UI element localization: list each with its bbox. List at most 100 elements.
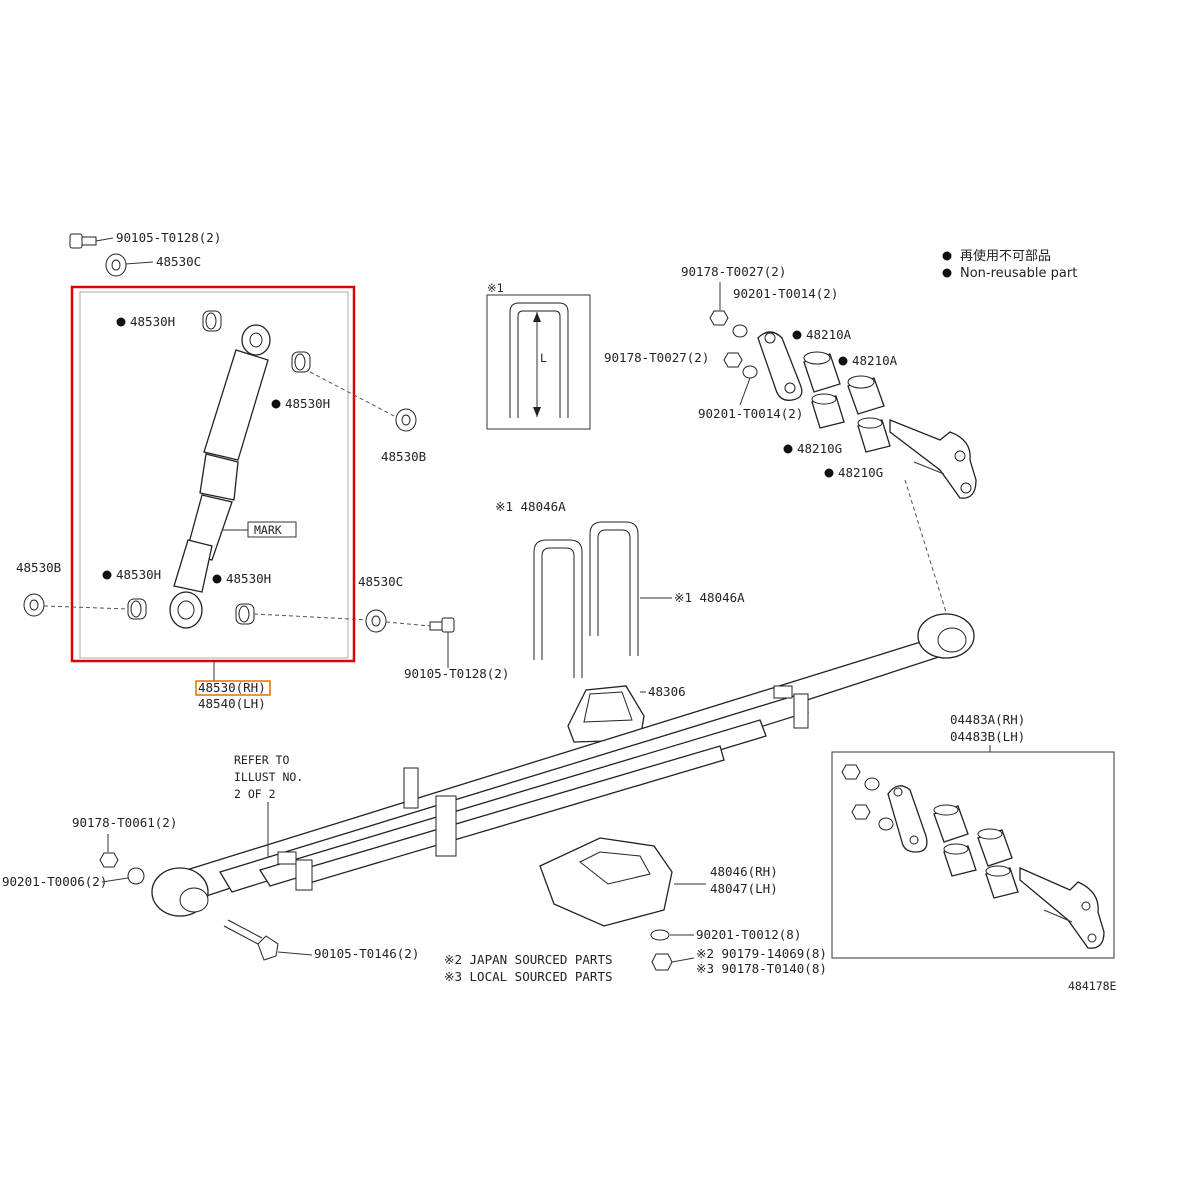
bushing-icon [847, 375, 885, 415]
washer-icon [864, 777, 880, 791]
shackle-plate-icon [887, 785, 928, 853]
label-note2: ※2 JAPAN SOURCED PARTS [444, 952, 613, 967]
label-note1-box: ※1 [487, 281, 504, 295]
label-washer-b-right: 48530B [381, 449, 426, 464]
spring-seat-icon [539, 837, 673, 927]
ubolt-icon [589, 521, 639, 656]
bushing-icon [811, 393, 845, 429]
label-seat-lh: 48047(LH) [710, 881, 778, 896]
washer-icon [650, 929, 670, 941]
label-bush-210g-1: 48210G [797, 441, 842, 456]
bushing-icon [202, 310, 222, 332]
label-kit-rh: 04483A(RH) [950, 712, 1025, 727]
shackle-pin-icon [1019, 867, 1105, 949]
legend-dot-1 [942, 251, 952, 261]
washer-icon [23, 593, 45, 617]
bushing-icon [977, 828, 1013, 867]
washer-icon [732, 324, 748, 338]
washer-icon [105, 253, 127, 277]
shackle-pin-icon [889, 419, 977, 499]
bushing-icon [857, 417, 891, 453]
bump-stopper-icon [567, 685, 645, 743]
label-nut-seat-3: ※3 90178-T0140(8) [696, 961, 827, 976]
inset-frame [486, 294, 591, 430]
washer-icon [127, 867, 145, 885]
label-washer-front: 90201-T0006(2) [2, 874, 107, 889]
label-nut-a: 90178-T0027(2) [681, 264, 786, 279]
bushing-icon [127, 598, 147, 620]
washer-icon [878, 817, 894, 831]
label-washer-a: 90201-T0014(2) [733, 286, 838, 301]
label-refer-1: REFER TO [234, 753, 289, 767]
label-bush-h-4: 48530H [226, 571, 271, 586]
label-bush-210g-2: 48210G [838, 465, 883, 480]
label-seat-rh: 48046(RH) [710, 864, 778, 879]
label-bolt-top: 90105-T0128(2) [116, 230, 221, 245]
label-dim-l: L [540, 351, 547, 365]
label-kit-lh: 04483B(LH) [950, 729, 1025, 744]
shock-absorber-group: 90105-T0128(2) 48530C 48530H [16, 230, 509, 711]
label-washer-top: 48530C [156, 254, 201, 269]
washer-icon [395, 408, 417, 432]
label-washer-seat: 90201-T0012(8) [696, 927, 801, 942]
highlight-box [70, 285, 356, 663]
label-ubolt-top: ※1 48046A [495, 499, 566, 514]
nut-icon [841, 764, 861, 780]
bushing-icon [235, 603, 255, 625]
nut-icon [99, 852, 119, 868]
legend-dot-2 [942, 268, 952, 278]
label-ubolt-right: ※1 48046A [674, 590, 745, 605]
label-note3: ※3 LOCAL SOURCED PARTS [444, 969, 613, 984]
bolt-icon [429, 617, 455, 633]
bushing-icon [291, 351, 311, 373]
nut-icon [709, 310, 729, 326]
label-washer-b-left: 48530B [16, 560, 61, 575]
label-refer-3: 2 OF 2 [234, 787, 276, 801]
legend-en: Non-reusable part [960, 266, 1077, 281]
leaf-spring-icon [151, 613, 975, 917]
label-illus-no: 484178E [1068, 979, 1117, 993]
highlight-label-box [195, 680, 271, 696]
bolt-icon [223, 919, 279, 961]
bushing-icon [943, 843, 977, 877]
label-bush-h-1: 48530H [130, 314, 175, 329]
label-bush-210a-1: 48210A [806, 327, 852, 342]
legend: 再使用不可部品 Non-reusable part [942, 248, 1077, 281]
ubolt-icon [533, 539, 583, 678]
label-mark: MARK [254, 523, 282, 537]
ubolts-group: ※1 48046A ※1 48046A 48306 [495, 499, 745, 743]
label-bolt-front: 90105-T0146(2) [314, 946, 419, 961]
ubolt-inset: ※1 L [486, 281, 591, 430]
group-frame [79, 291, 349, 659]
legend-jp: 再使用不可部品 [960, 248, 1051, 264]
kit-frame [831, 751, 1115, 959]
label-washer-b: 90201-T0014(2) [698, 406, 803, 421]
label-nut-front: 90178-T0061(2) [72, 815, 177, 830]
bushing-icon [933, 804, 969, 843]
nut-icon [723, 352, 743, 368]
label-bush-h-3: 48530H [116, 567, 161, 582]
label-refer-2: ILLUST NO. [234, 770, 303, 784]
label-bumper: 48306 [648, 684, 686, 699]
label-bolt-right: 90105-T0128(2) [404, 666, 509, 681]
label-shock-lh: 48540(LH) [198, 696, 266, 711]
label-bush-h-2: 48530H [285, 396, 330, 411]
washer-icon [742, 365, 758, 379]
bushing-icon [803, 351, 841, 393]
bolt-icon [69, 233, 97, 249]
shackle-group: 90178-T0027(2) 90201-T0014(2) 90178-T002… [604, 264, 977, 613]
label-bush-210a-2: 48210A [852, 353, 898, 368]
nut-icon [651, 953, 673, 971]
shackle-kit-inset: 04483A(RH) 04483B(LH) [831, 712, 1115, 959]
washer-icon [365, 609, 387, 633]
shackle-plate-icon [757, 331, 803, 401]
mark-tag [222, 521, 297, 538]
label-washer-c-right: 48530C [358, 574, 403, 589]
label-nut-b: 90178-T0027(2) [604, 350, 709, 365]
label-nut-seat-2: ※2 90179-14069(8) [696, 946, 827, 961]
shock-absorber-icon [169, 324, 271, 629]
nut-icon [851, 804, 871, 820]
bushing-icon [985, 865, 1019, 899]
label-shock-rh: 48530(RH) [198, 680, 266, 695]
